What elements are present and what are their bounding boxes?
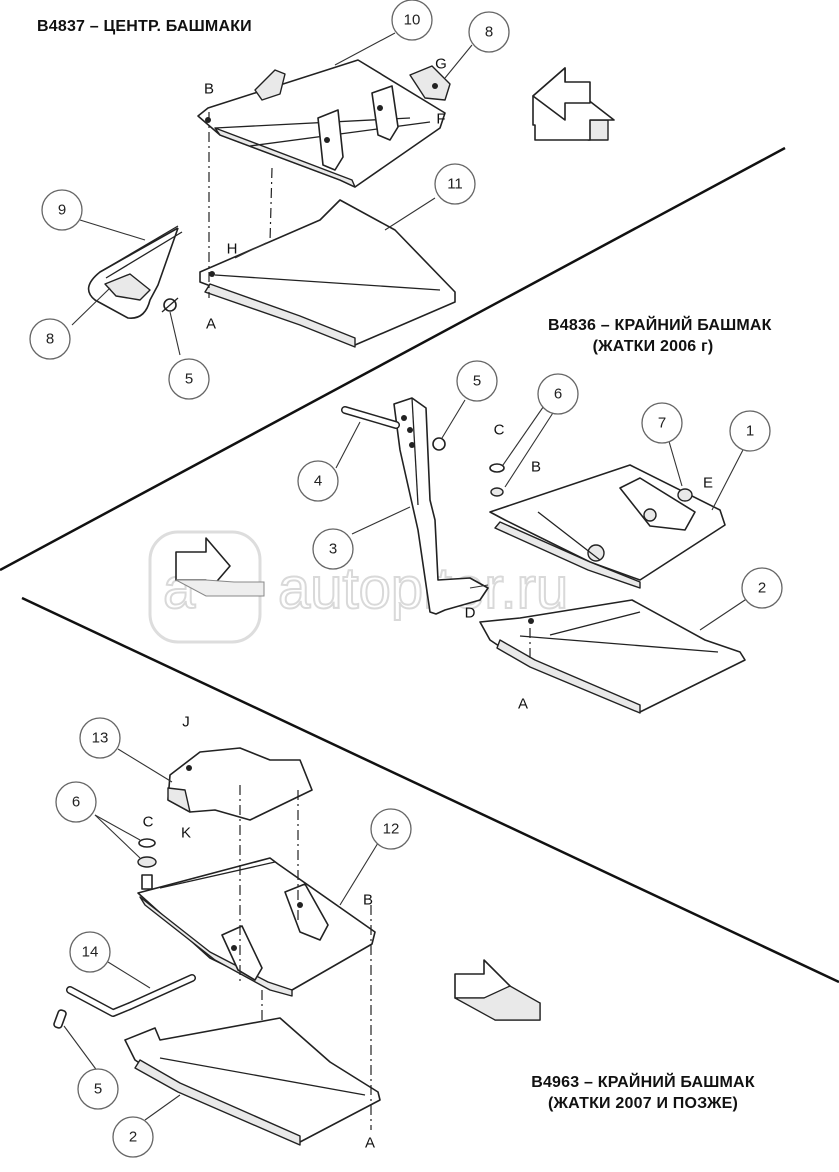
centerline-H: [269, 167, 273, 243]
ref-letter-B-middle: B: [531, 459, 541, 476]
callout-10: 10: [391, 0, 433, 41]
ref-letter-C-middle: C: [494, 422, 505, 439]
svg-text:4: 4: [314, 473, 322, 490]
callout-9: 9: [41, 189, 83, 231]
callout-2-bottom: 2: [112, 1116, 154, 1158]
ref-letter-K: K: [181, 825, 191, 842]
svg-text:1: 1: [746, 423, 754, 440]
callout-14: 14: [69, 931, 111, 973]
title-center-shoes: B4837 – ЦЕНТР. БАШМАКИ: [37, 18, 252, 35]
title-end-shoe-2007-line1: B4963 – КРАЙНИЙ БАШМАК: [531, 1074, 755, 1091]
ref-letter-D: D: [465, 605, 476, 622]
svg-text:9: 9: [58, 202, 66, 219]
title-end-shoe-2006: B4836 – КРАЙНИЙ БАШМАК (ЖАТКИ 2006 г): [548, 317, 772, 356]
svg-text:10: 10: [404, 12, 421, 29]
callout-5-bottom: 5: [77, 1068, 119, 1110]
part-4-pin: [341, 406, 400, 429]
part-11-lower-shoe: [199, 199, 456, 348]
callout-8-left: 8: [29, 318, 71, 360]
ref-letter-H: H: [227, 241, 238, 258]
part-2-skid-2006: [479, 599, 746, 714]
ref-letter-B-top: B: [204, 81, 214, 98]
ref-letter-F: F: [436, 111, 445, 128]
part-12-shoe-2007: [137, 857, 376, 997]
title-end-shoe-2006-line1: B4836 – КРАЙНИЙ БАШМАК: [548, 317, 772, 334]
svg-text:2: 2: [129, 1129, 137, 1146]
callout-13: 13: [79, 717, 121, 759]
part-1-shoe-2006: [489, 464, 726, 589]
svg-text:12: 12: [383, 821, 400, 838]
callout-1: 1: [729, 410, 771, 452]
svg-text:2: 2: [758, 580, 766, 597]
part-7-bushing: [677, 488, 693, 502]
part-5-clip-middle: [432, 437, 446, 451]
svg-text:8: 8: [46, 331, 54, 348]
ref-letter-A-top: A: [206, 316, 216, 333]
divider-line-lower: [21, 596, 839, 984]
callout-7: 7: [641, 402, 683, 444]
svg-text:11: 11: [447, 176, 463, 193]
svg-text:5: 5: [94, 1081, 102, 1098]
part-8-bracket-top: [409, 65, 451, 101]
ref-letter-G: G: [435, 56, 447, 73]
title-end-shoe-2007-line2: (ЖАТКИ 2007 И ПОЗЖЕ): [547, 1095, 739, 1112]
svg-text:5: 5: [473, 373, 481, 390]
title-end-shoe-2006-line2: (ЖАТКИ 2006 г): [592, 338, 714, 355]
ref-letter-B-bottom: B: [363, 892, 373, 909]
callout-5-middle: 5: [456, 360, 498, 402]
part-9-handle: [87, 225, 183, 319]
svg-text:7: 7: [658, 415, 666, 432]
svg-text:13: 13: [92, 730, 109, 747]
part-2-skid-2007: [124, 1017, 381, 1146]
callout-6-bottom: 6: [55, 781, 97, 823]
ref-letter-C-bottom: C: [143, 814, 154, 831]
part-5-clip-bottom: [53, 1009, 67, 1029]
title-end-shoe-2007: B4963 – КРАЙНИЙ БАШМАК (ЖАТКИ 2007 И ПОЗ…: [512, 1074, 774, 1113]
direction-arrow-middle: [175, 537, 265, 597]
part-6-washers-middle: [489, 463, 505, 497]
callout-4: 4: [297, 460, 339, 502]
part-3-post: [393, 397, 489, 615]
callout-11: 11: [434, 163, 476, 205]
direction-arrow-bottom: [454, 959, 541, 1021]
part-13-bracket: [167, 747, 313, 821]
callout-5-top: 5: [168, 358, 210, 400]
callout-2-middle: 2: [741, 567, 783, 609]
part-5-clip-top: [161, 297, 179, 313]
svg-text:6: 6: [554, 386, 562, 403]
svg-text:3: 3: [329, 541, 337, 558]
part-6-washers-bottom: [137, 838, 157, 890]
divider-line-upper: [0, 146, 786, 572]
svg-text:6: 6: [72, 794, 80, 811]
callout-6-middle: 6: [537, 373, 579, 415]
ref-letter-E: E: [703, 475, 713, 492]
callout-3: 3: [312, 528, 354, 570]
ref-letter-A-middle: A: [518, 696, 528, 713]
direction-arrow-top: [532, 67, 615, 141]
svg-text:8: 8: [485, 24, 493, 41]
part-10-upper-shoe: [197, 59, 446, 188]
part-14-handle: [66, 974, 196, 1017]
ref-letter-J: J: [182, 714, 190, 731]
ref-letter-A-bottom: A: [365, 1135, 375, 1152]
leader-lines: [63, 32, 749, 1121]
callout-8-top: 8: [468, 11, 510, 53]
svg-text:5: 5: [185, 371, 193, 388]
callout-12: 12: [370, 808, 412, 850]
svg-text:14: 14: [82, 944, 99, 961]
